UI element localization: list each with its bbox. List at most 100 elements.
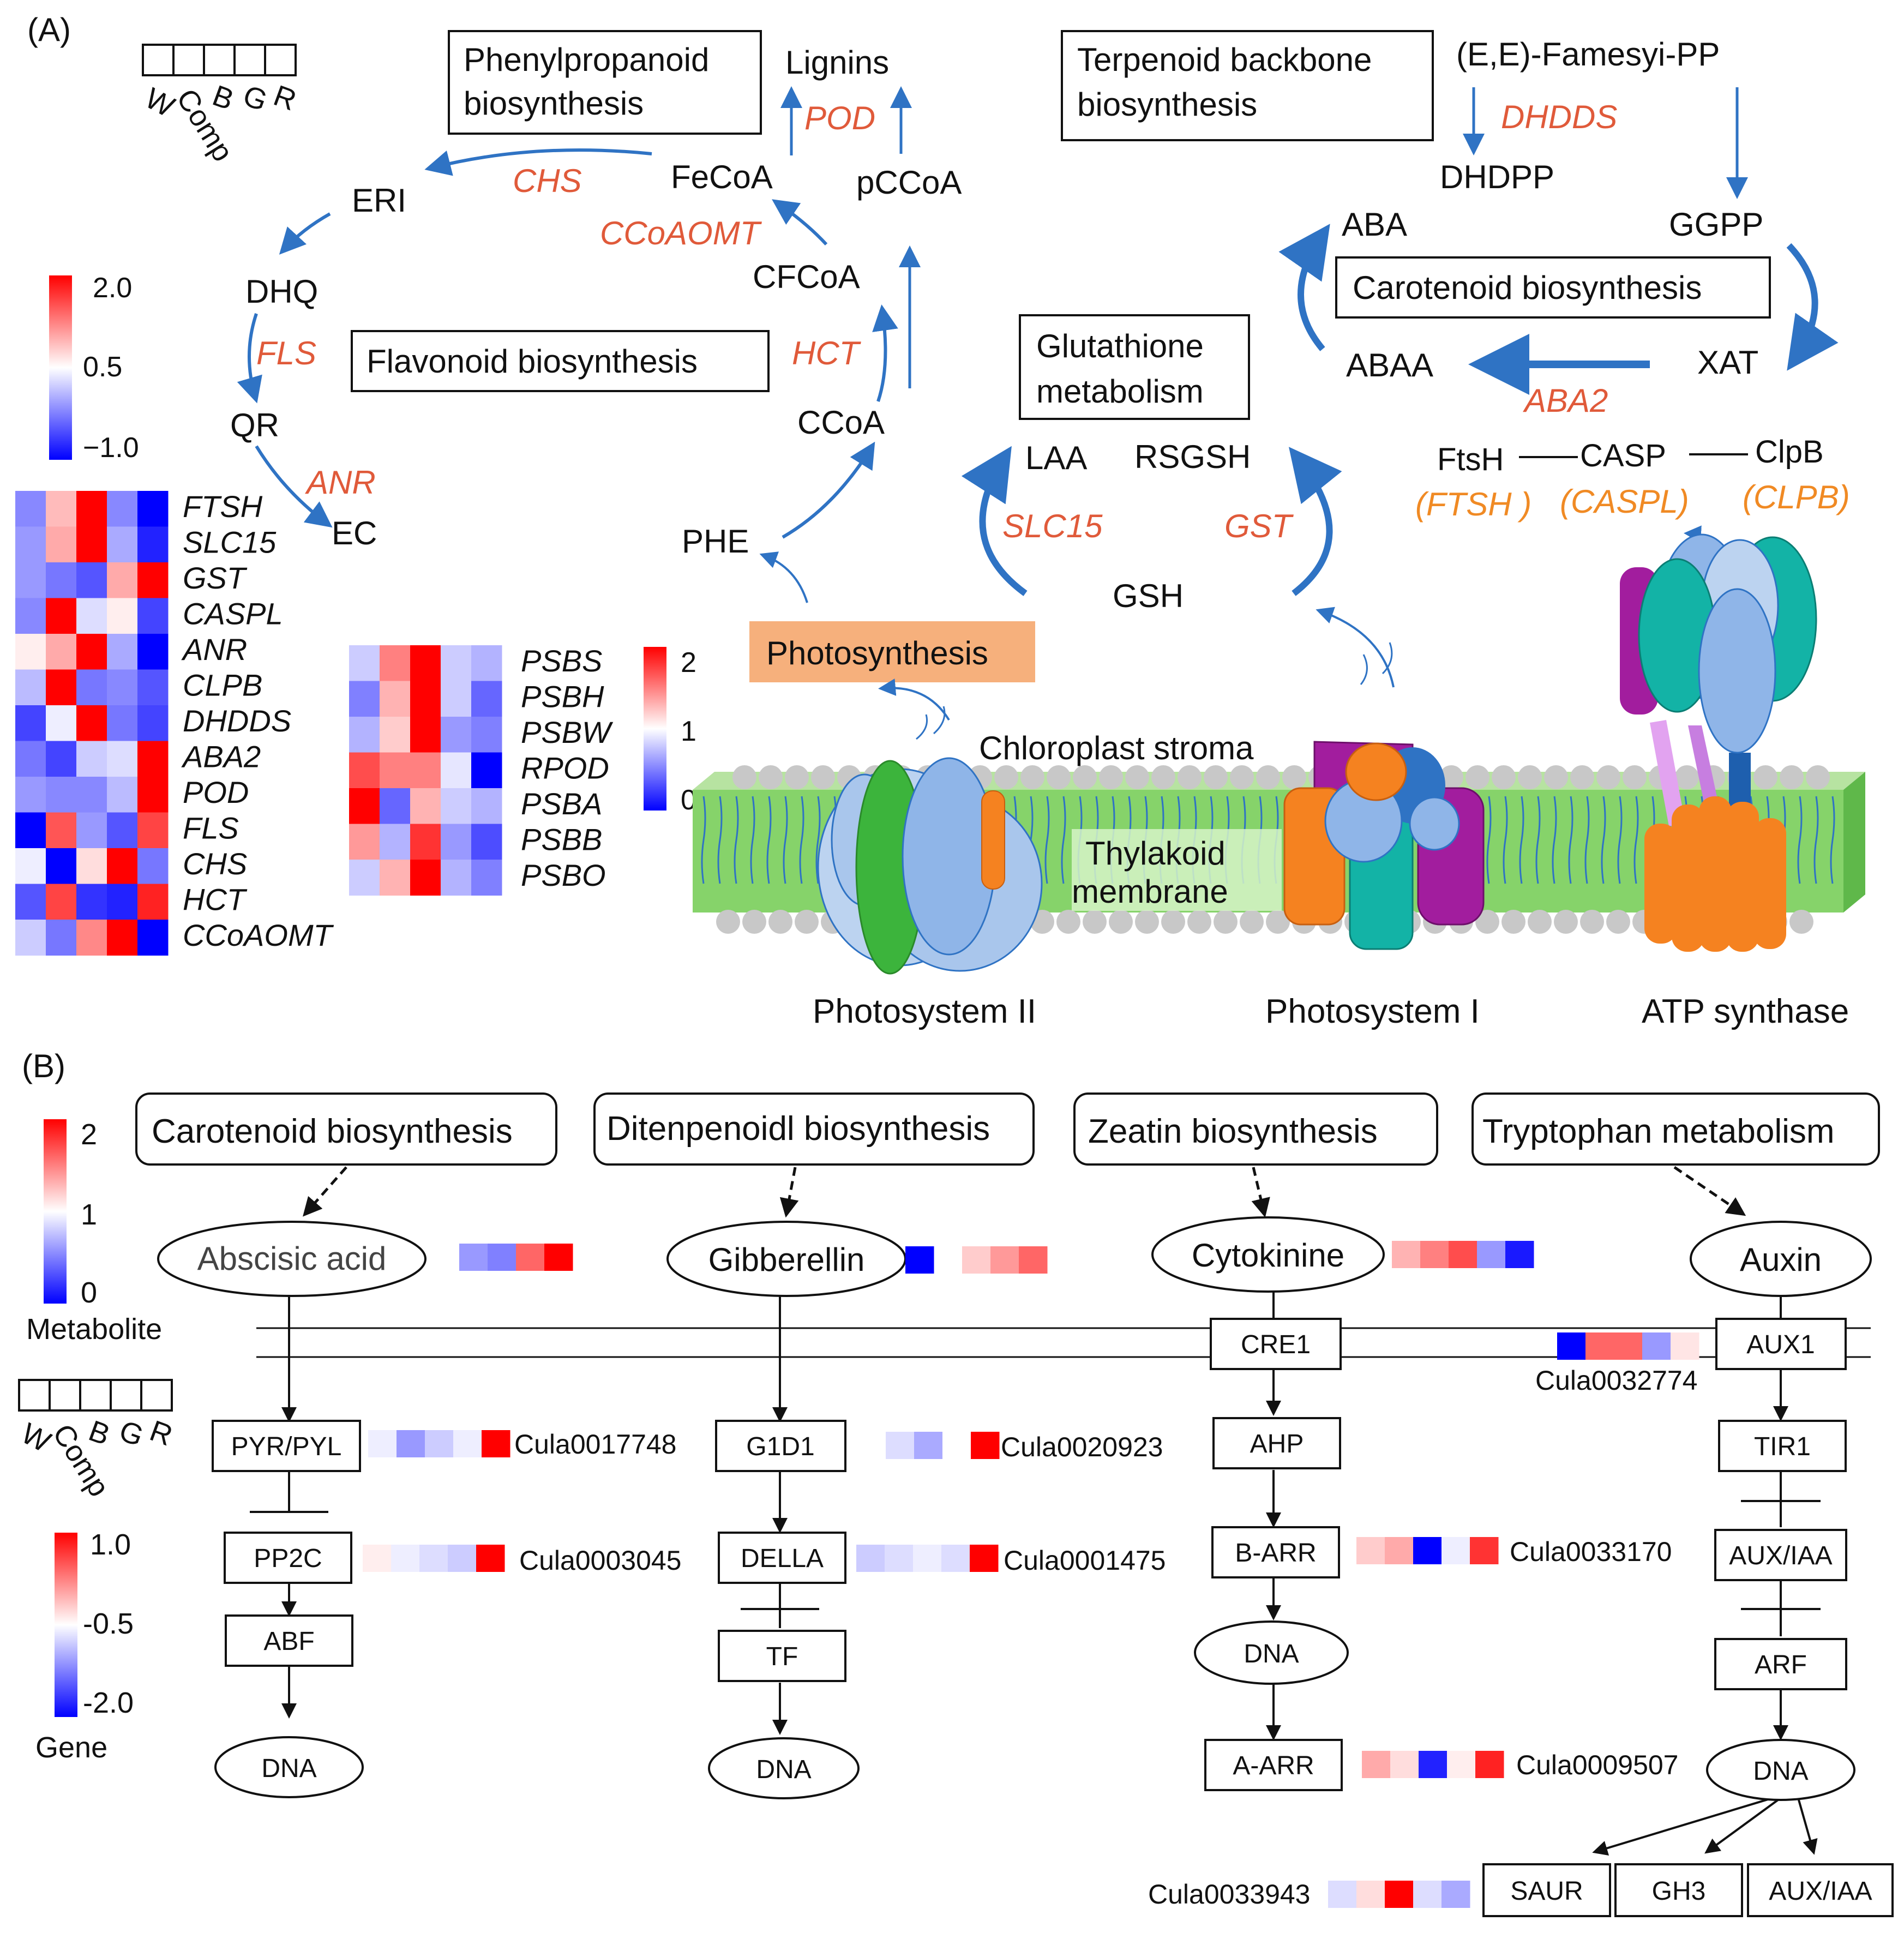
heatmap-cell (137, 669, 169, 706)
heatmap-cell (76, 598, 107, 634)
gene-strip-cell (856, 1545, 885, 1572)
node-dna-aux-label: DNA (1753, 1757, 1808, 1786)
psb-heatmap-cell (471, 717, 502, 753)
heatmap-gene-label: POD (183, 775, 249, 809)
gene-strip-cell (453, 1430, 482, 1457)
psb-gene-label: PSBS (521, 644, 602, 678)
psb-gene-label: PSBB (521, 823, 602, 857)
pathway-box-ditenpenoidl (593, 1092, 1035, 1166)
gene-strip-cell (1356, 1537, 1385, 1564)
heatmap-cell (137, 812, 169, 849)
gene-strip-cell (1475, 1751, 1504, 1778)
heatmap-cell (107, 598, 138, 634)
pathway-ditenpenoidl: Ditenpenoidl biosynthesis (606, 1110, 990, 1148)
heatmap-gene-label: GST (183, 561, 248, 595)
atp-synthase-label: ATP synthase (1642, 993, 1849, 1030)
heatmap-cell (46, 669, 77, 706)
heatmap-cell (15, 920, 46, 956)
heatmap-cell (46, 526, 77, 563)
heatmap-cell (76, 669, 107, 706)
protein-clpb: ClpB (1755, 434, 1824, 470)
metabolite-strip-cell (544, 1244, 573, 1271)
node-abf (225, 1614, 353, 1667)
psb-heatmap-cell (349, 788, 380, 824)
metabolite-dhq: DHQ (245, 273, 318, 310)
heatmap-cell (76, 884, 107, 920)
gene-id-cula0033170: Cula0033170 (1510, 1536, 1672, 1567)
photosynthesis-title: Photosynthesis (766, 635, 988, 671)
psb-heatmap-cell (380, 860, 411, 896)
enzyme-gst: GST (1224, 508, 1294, 544)
metabolite-laa: LAA (1025, 440, 1087, 476)
metabolite-strip-cell (1642, 1332, 1671, 1360)
heatmap-cell (107, 705, 138, 741)
metabolite-strip-cell (1671, 1332, 1699, 1360)
heatmap-gene-label: CHS (183, 847, 247, 881)
enzyme-hct: HCT (792, 335, 862, 371)
heatmap-cell (76, 705, 107, 741)
metabolite-strip-cell (516, 1244, 545, 1271)
node-aux1 (1715, 1318, 1847, 1370)
metabolite-strip-cell (1392, 1241, 1421, 1268)
heatmap-cell (15, 562, 46, 598)
pathway-zeatin: Zeatin biosynthesis (1088, 1113, 1378, 1150)
heatmap-cell (137, 848, 169, 884)
metabolite-strip-cell (1614, 1332, 1643, 1360)
metabolite-strip-cell (488, 1244, 516, 1271)
psb-legend-mid: 1 (681, 716, 696, 747)
psb-heatmap-cell (380, 681, 411, 717)
gene-strip-cell (1328, 1881, 1357, 1908)
photosystem-ii-label: Photosystem II (813, 993, 1036, 1030)
gene-strip-cell (914, 1432, 943, 1459)
metabolite-ec: EC (332, 515, 377, 551)
gene-strip-cell (1385, 1881, 1414, 1908)
heatmap-cell (15, 812, 46, 849)
node-dna-ck-label: DNA (1244, 1640, 1299, 1668)
node-gh3-label: GH3 (1652, 1877, 1706, 1906)
gene-strip-cell (857, 1432, 886, 1459)
psb-heatmap-cell (410, 824, 441, 860)
heatmap-gene-label: HCT (183, 883, 248, 917)
heatmap-cell (15, 491, 46, 527)
heatmap-cell (107, 526, 138, 563)
signaling-connectors (250, 1292, 1821, 1856)
heatmap-cell (15, 884, 46, 920)
psb-heatmap-cell (410, 681, 441, 717)
psb-heatmap-cell (471, 681, 502, 717)
psb-gene-label: PSBW (521, 715, 614, 749)
psb-heatmap-cell (349, 752, 380, 789)
heatmap-cell (76, 920, 107, 956)
hormone-auxin-label: Auxin (1740, 1241, 1822, 1278)
gene-id-cula0033943: Cula0033943 (1148, 1879, 1311, 1910)
gene-strip-cell (1441, 1881, 1470, 1908)
metabolite-qr: QR (230, 407, 279, 443)
heatmap-gene-label: CCoAOMT (183, 918, 334, 952)
gene-id-cula0001475: Cula0001475 (1004, 1545, 1166, 1576)
pathway-box-carotenoid (135, 1092, 557, 1166)
gene-legend-min: -2.0 (83, 1686, 134, 1719)
protein-ftsh: FtsH (1437, 442, 1504, 477)
gene-id-cula0020923: Cula0020923 (1001, 1432, 1163, 1462)
heatmap-cell (107, 634, 138, 670)
node-dna-aba-label: DNA (261, 1754, 316, 1783)
gene-strip-cell (391, 1545, 420, 1572)
psb-heatmap-cell (410, 788, 441, 824)
node-gh3 (1614, 1863, 1743, 1917)
psb-heatmap-cell (441, 681, 472, 717)
node-arf (1714, 1638, 1847, 1690)
gene-strip-cell (1419, 1751, 1447, 1778)
node-saur (1482, 1863, 1611, 1917)
sample-key: W Comp B G R (140, 44, 301, 167)
membrane-label-1: Thylakoid (1085, 835, 1226, 872)
gene-strip-cell (419, 1545, 448, 1572)
psb-heatmap-cell (380, 824, 411, 860)
gene-strip-cell (913, 1545, 942, 1572)
gene-id-cula0032774: Cula0032774 (1535, 1365, 1698, 1396)
heatmap-cell (76, 491, 107, 527)
flavonoid-title: Flavonoid biosynthesis (367, 343, 698, 380)
enzyme-chs: CHS (513, 163, 582, 199)
psb-heatmap (349, 645, 502, 896)
heatmap-cell (107, 848, 138, 884)
enzyme-anr: ANR (305, 464, 376, 501)
